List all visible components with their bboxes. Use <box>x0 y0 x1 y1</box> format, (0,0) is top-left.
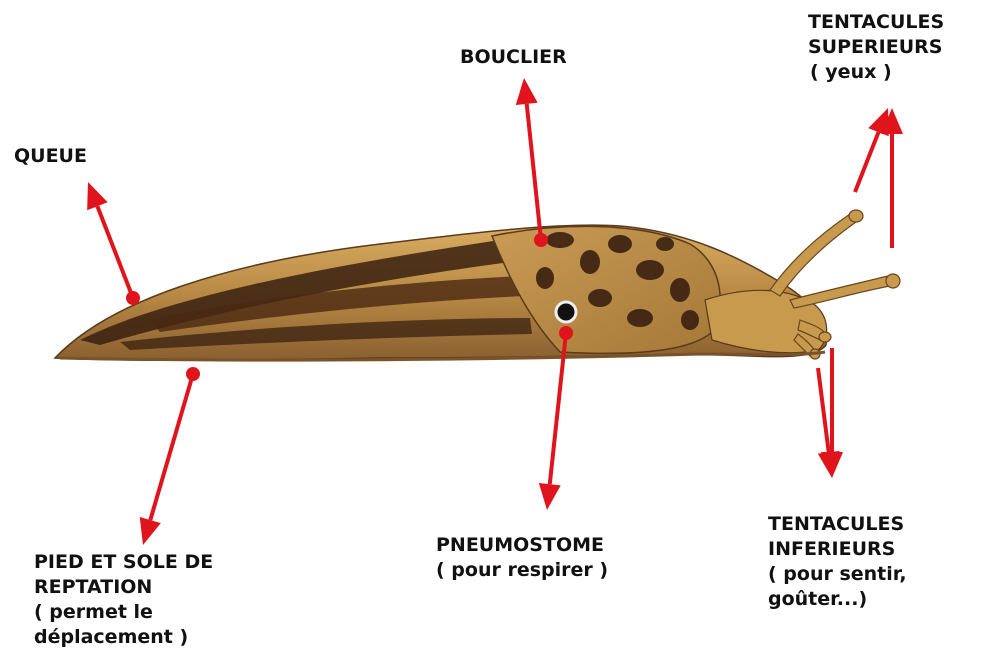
arrow-pied <box>140 367 200 545</box>
slug-illustration <box>55 210 900 360</box>
arrow-dot <box>126 291 140 305</box>
arrow-head <box>87 182 108 210</box>
arrow-queue <box>87 182 140 305</box>
arrow-bouclier <box>516 78 548 247</box>
arrow-shaft <box>150 374 193 520</box>
arrow-head <box>140 517 161 545</box>
arrow-shaft <box>855 132 878 192</box>
arrow-tentacule-sup-2 <box>881 108 903 248</box>
label-tentacules-inferieurs: TENTACULES INFERIEURS ( pour sentir, goû… <box>768 512 907 612</box>
arrow-shaft <box>527 104 541 240</box>
label-queue: QUEUE <box>14 144 87 169</box>
arrow-dot <box>559 326 573 340</box>
label-tentacules-superieurs: TENTACULES SUPERIEURS ( yeux ) <box>808 10 944 85</box>
arrow-head <box>516 78 538 105</box>
arrow-head <box>821 452 843 478</box>
arrow-shaft <box>818 368 829 452</box>
label-bouclier: BOUCLIER <box>460 45 567 70</box>
arrow-shaft <box>97 206 133 298</box>
label-pneumostome: PNEUMOSTOME ( pour respirer ) <box>436 533 608 583</box>
pneumostome-hole <box>556 302 576 322</box>
arrow-tentacule-sup-1 <box>855 108 889 192</box>
arrow-dot <box>534 233 548 247</box>
arrow-dot <box>186 367 200 381</box>
arrow-head <box>539 483 561 510</box>
label-pied-et-sole: PIED ET SOLE DE REPTATION ( permet le dé… <box>34 550 213 650</box>
